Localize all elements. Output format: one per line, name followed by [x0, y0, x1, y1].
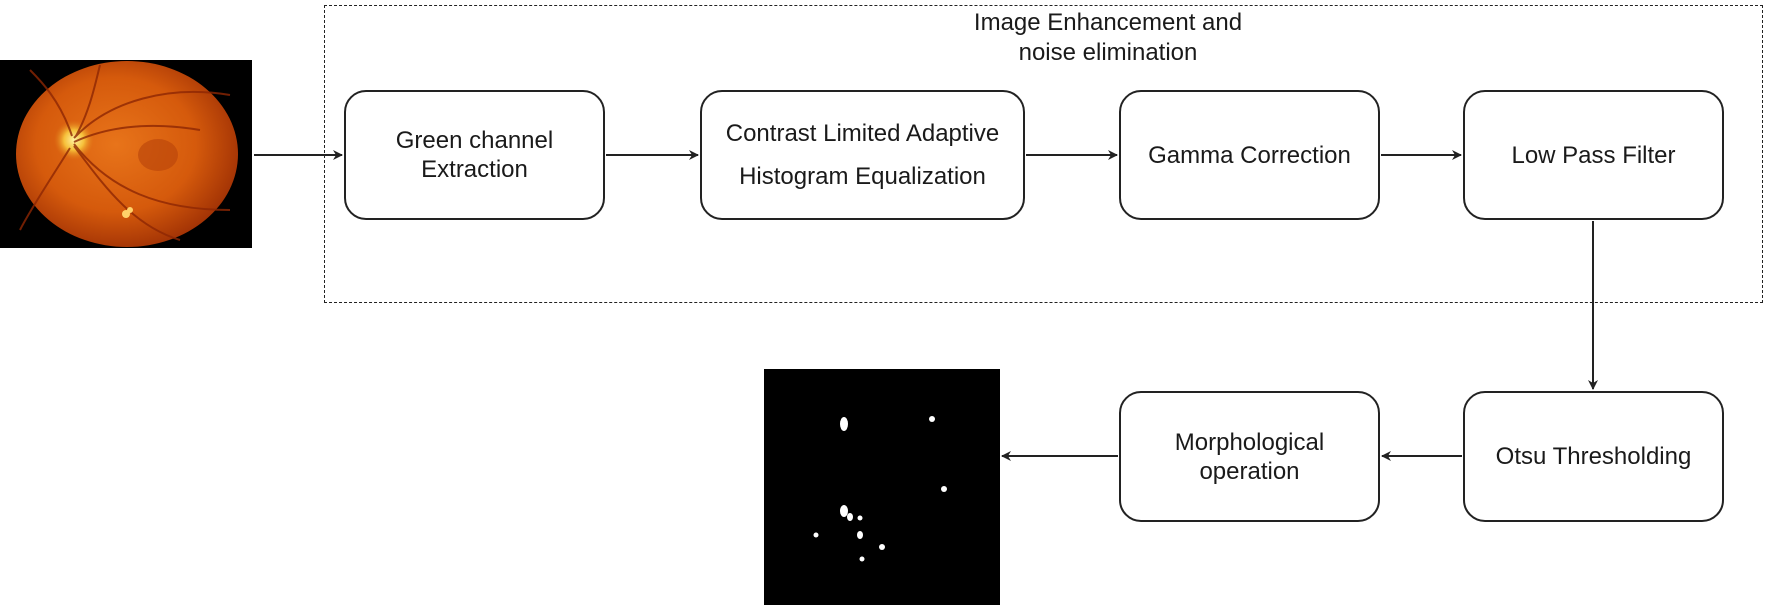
input-fundus-image — [0, 60, 252, 248]
clahe-node: Contrast Limited Adaptive Histogram Equa… — [700, 90, 1025, 220]
morphological-operation-node: Morphological operation — [1119, 391, 1380, 522]
node-label-line1: Low Pass Filter — [1511, 141, 1676, 169]
group-title-line1: Image Enhancement and — [973, 9, 1243, 36]
node-label-line1: Gamma Correction — [1148, 141, 1351, 169]
output-mask-image — [764, 369, 1000, 605]
node-label-line1: Green channel — [395, 127, 554, 154]
green-channel-extraction-node: Green channel Extraction — [344, 90, 605, 220]
node-label-line2: operation — [1199, 457, 1300, 485]
gamma-correction-node: Gamma Correction — [1119, 90, 1380, 220]
group-title-line2: noise elimination — [1018, 39, 1198, 66]
low-pass-filter-node: Low Pass Filter — [1463, 90, 1724, 220]
node-label-line2: Extraction — [421, 156, 528, 183]
node-label-line1: Morphological — [1174, 428, 1325, 456]
node-label-line1: Otsu Thresholding — [1495, 443, 1692, 470]
otsu-thresholding-node: Otsu Thresholding — [1463, 391, 1724, 522]
node-label-line1: Contrast Limited Adaptive — [725, 120, 1000, 147]
lesion-mask-icon — [813, 416, 947, 562]
node-label-line2: Histogram Equalization — [739, 163, 986, 190]
enhancement-group-title: Image Enhancement and noise elimination — [908, 8, 1308, 68]
retina-icon — [16, 61, 238, 247]
